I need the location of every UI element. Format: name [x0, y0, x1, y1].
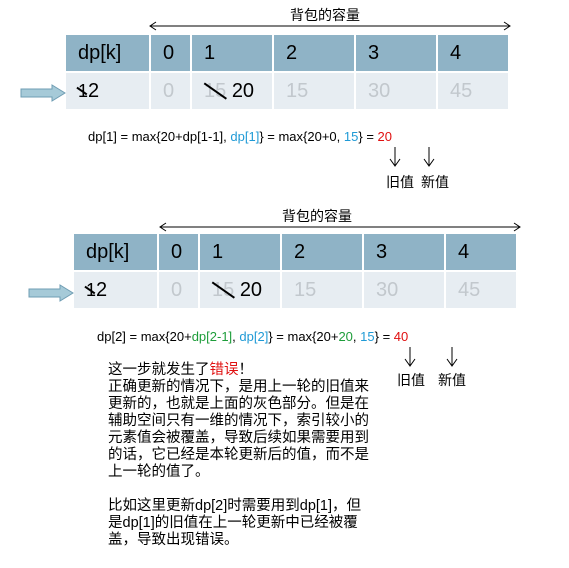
formula-1: dp[1] = max{20+dp[1-1], dp[1]} = max{20+… [88, 129, 392, 144]
k-new-value: 2 [88, 79, 100, 102]
header-0: 0 [159, 234, 200, 270]
explanation-note: 这一步就发生了错误！ 正确更新的情况下，是用上一轮的旧值来更新的，也就是上面的灰… [108, 362, 370, 549]
capacity-arrow-1 [149, 21, 511, 31]
k-old-value: 1 [78, 80, 89, 101]
k-new-value: 2 [96, 278, 108, 301]
row-cell-1: 15 20 [200, 272, 282, 308]
header-1: 1 [200, 234, 282, 270]
v1-old-value: 15 [204, 79, 227, 102]
row-cell-4: 45 [438, 73, 510, 109]
dp-table-1: dp[k] 0 1 2 3 4 [66, 35, 510, 71]
row-cell-1: 15 20 [192, 73, 274, 109]
row-cell-2: 15 [282, 272, 364, 308]
header-dp-k: dp[k] [66, 35, 151, 71]
new-value-label-1: 新值 [421, 174, 449, 190]
new-value-label-2: 新值 [438, 372, 466, 388]
header-3: 3 [356, 35, 438, 71]
header-1: 1 [192, 35, 274, 71]
k-old-value: 1 [86, 279, 97, 300]
down-arrow-icon-new-2 [446, 347, 458, 367]
down-arrow-icon-old-2 [404, 347, 416, 367]
row-cell-3: 30 [356, 73, 438, 109]
block-arrow-icon-1 [20, 84, 66, 102]
row-cell-0: 0 [151, 73, 192, 109]
header-2: 2 [282, 234, 364, 270]
row-cell-4: 45 [446, 272, 518, 308]
row-cell-3: 30 [364, 272, 446, 308]
old-value-label-2: 旧值 [397, 372, 425, 388]
v1-new-value: 20 [239, 278, 263, 301]
header-4: 4 [438, 35, 510, 71]
header-dp-k: dp[k] [74, 234, 159, 270]
capacity-label-1: 背包的容量 [290, 7, 360, 23]
header-4: 4 [446, 234, 518, 270]
down-arrow-icon-new-1 [423, 147, 435, 167]
header-0: 0 [151, 35, 192, 71]
header-3: 3 [364, 234, 446, 270]
note-paragraph-1: 正确更新的情况下，是用上一轮的旧值来更新的，也就是上面的灰色部分。但是在辅助空间… [108, 379, 369, 480]
v1-new-value: 20 [231, 79, 255, 102]
header-2: 2 [274, 35, 356, 71]
old-value-label-1: 旧值 [386, 174, 414, 190]
capacity-label-2: 背包的容量 [282, 208, 352, 224]
formula-2: dp[2] = max{20+dp[2-1], dp[2]} = max{20+… [97, 329, 409, 344]
note-heading: 这一步就发生了错误！ [108, 362, 253, 378]
down-arrow-icon-old-1 [389, 147, 401, 167]
note-paragraph-2: 比如这里更新dp[2]时需要用到dp[1]，但是dp[1]的旧值在上一轮更新中已… [108, 498, 361, 548]
capacity-arrow-2 [159, 222, 521, 232]
row-cell-0: 0 [159, 272, 200, 308]
block-arrow-icon-2 [28, 284, 74, 302]
v1-old-value: 15 [212, 278, 235, 301]
row-cell-2: 15 [274, 73, 356, 109]
dp-table-2: dp[k] 0 1 2 3 4 [74, 234, 518, 270]
